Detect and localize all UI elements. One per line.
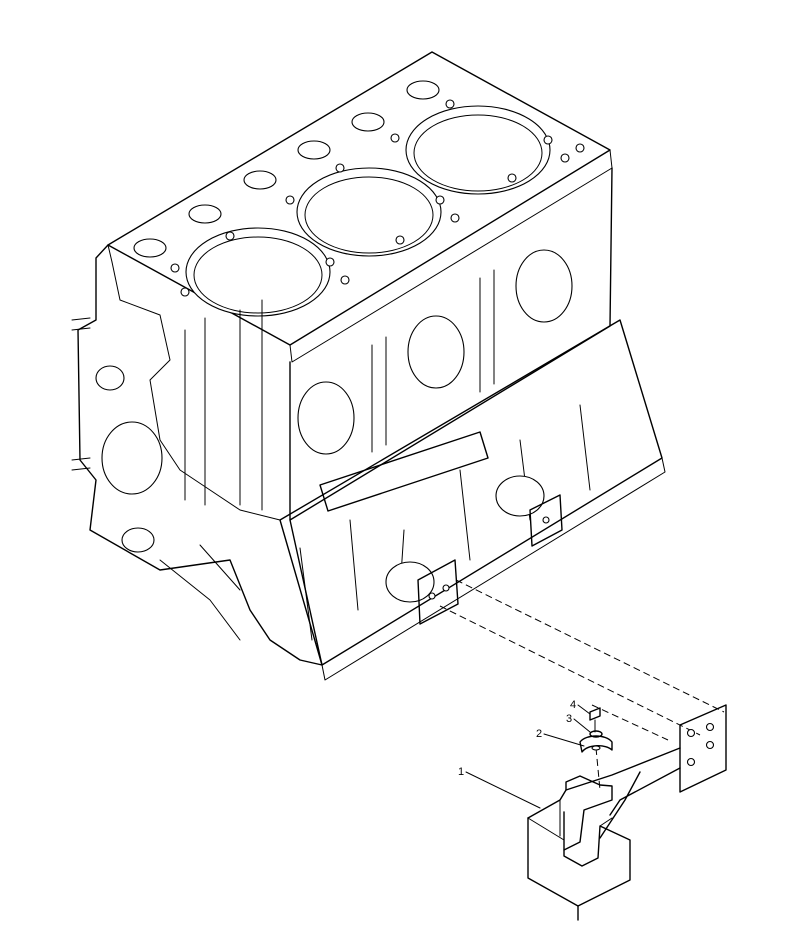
deck-thickness	[107, 149, 613, 363]
bolt-part-4	[589, 707, 601, 721]
cylinder-bore-3	[405, 105, 551, 195]
block-label-plate	[319, 431, 489, 512]
main-bearing-1	[385, 561, 435, 603]
front-bore	[101, 421, 163, 495]
callout-labels: 1 2 3 4	[458, 699, 591, 809]
clamp-part-2	[579, 735, 613, 753]
cylinder-bore-2	[296, 167, 442, 257]
clamp-hardware	[579, 707, 613, 753]
oil-pan-rail	[279, 319, 663, 666]
engine-block	[71, 51, 666, 681]
washer-part-3	[589, 730, 603, 738]
main-bearing-2	[495, 475, 545, 517]
deck-passages	[133, 80, 585, 297]
side-opening-1	[297, 381, 355, 455]
bracket-vertical-plate	[679, 704, 727, 793]
side-opening-2	[407, 315, 465, 389]
cylinder-bore-1	[185, 227, 331, 317]
assembly-guide-lines	[439, 579, 725, 791]
block-side-wall	[289, 167, 613, 521]
side-opening-3	[515, 249, 573, 323]
block-front-end	[77, 244, 323, 666]
bracket-arm	[565, 747, 681, 816]
bracket-cradle	[527, 811, 631, 907]
bracket-mount-pad	[417, 559, 459, 625]
callout-3: 3	[566, 713, 572, 725]
callout-2: 2	[536, 728, 542, 740]
callout-1: 1	[458, 766, 464, 778]
mounting-bracket	[527, 704, 727, 921]
callout-4: 4	[570, 699, 576, 711]
